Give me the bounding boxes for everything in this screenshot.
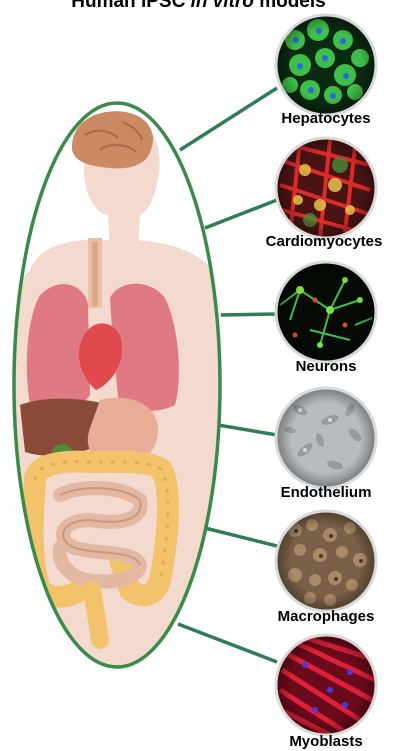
label-endothelium: Endothelium: [256, 484, 396, 501]
cardiomyocytes-frame: [276, 138, 376, 238]
hepatocytes-frame: [276, 15, 376, 115]
human-anatomy-illustration: [0, 100, 240, 680]
endothelium-frame: [276, 388, 376, 488]
label-myoblasts: Myoblasts: [256, 733, 396, 750]
neurons-frame: [276, 262, 376, 362]
label-cardiomyocytes: Cardiomyocytes: [254, 233, 394, 250]
connector-endothelium: [218, 425, 277, 435]
connector-neurons: [221, 314, 277, 315]
label-neurons: Neurons: [256, 358, 396, 375]
macrophages-frame: [276, 511, 376, 611]
connector-myoblasts: [178, 624, 277, 662]
label-hepatocytes: Hepatocytes: [256, 110, 396, 127]
label-macrophages: Macrophages: [256, 608, 396, 625]
connector-cardiomyocytes: [205, 200, 277, 228]
connector-macrophages: [205, 528, 277, 546]
myoblasts-frame: [276, 635, 376, 735]
